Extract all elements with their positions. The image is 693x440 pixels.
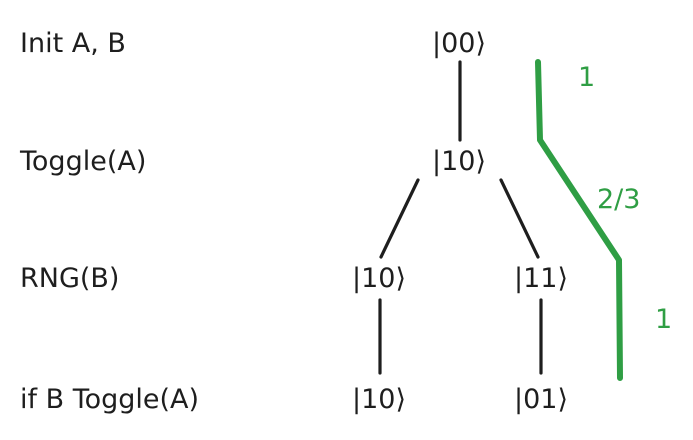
step-label-init: Init A, B <box>20 28 126 59</box>
step-label-toggle: Toggle(A) <box>19 146 146 177</box>
state-toggled: |10⟩ <box>432 146 486 177</box>
probability-label-first: 1 <box>578 62 595 93</box>
edge-toggled-to-rng-left <box>379 178 420 259</box>
edge-toggled-to-rng-right <box>499 178 540 259</box>
step-label-conditional-toggle: if B Toggle(A) <box>20 384 199 415</box>
state-rng-right: |11⟩ <box>514 263 568 294</box>
state-final-left: |10⟩ <box>352 384 406 415</box>
step-label-rng: RNG(B) <box>20 263 119 294</box>
probability-label-third: 1 <box>655 304 672 335</box>
state-final-right: |01⟩ <box>514 384 568 415</box>
probability-path <box>535 59 623 381</box>
state-rng-left: |10⟩ <box>352 263 406 294</box>
probability-label-second: 2/3 <box>597 184 640 215</box>
state-init: |00⟩ <box>432 28 486 59</box>
